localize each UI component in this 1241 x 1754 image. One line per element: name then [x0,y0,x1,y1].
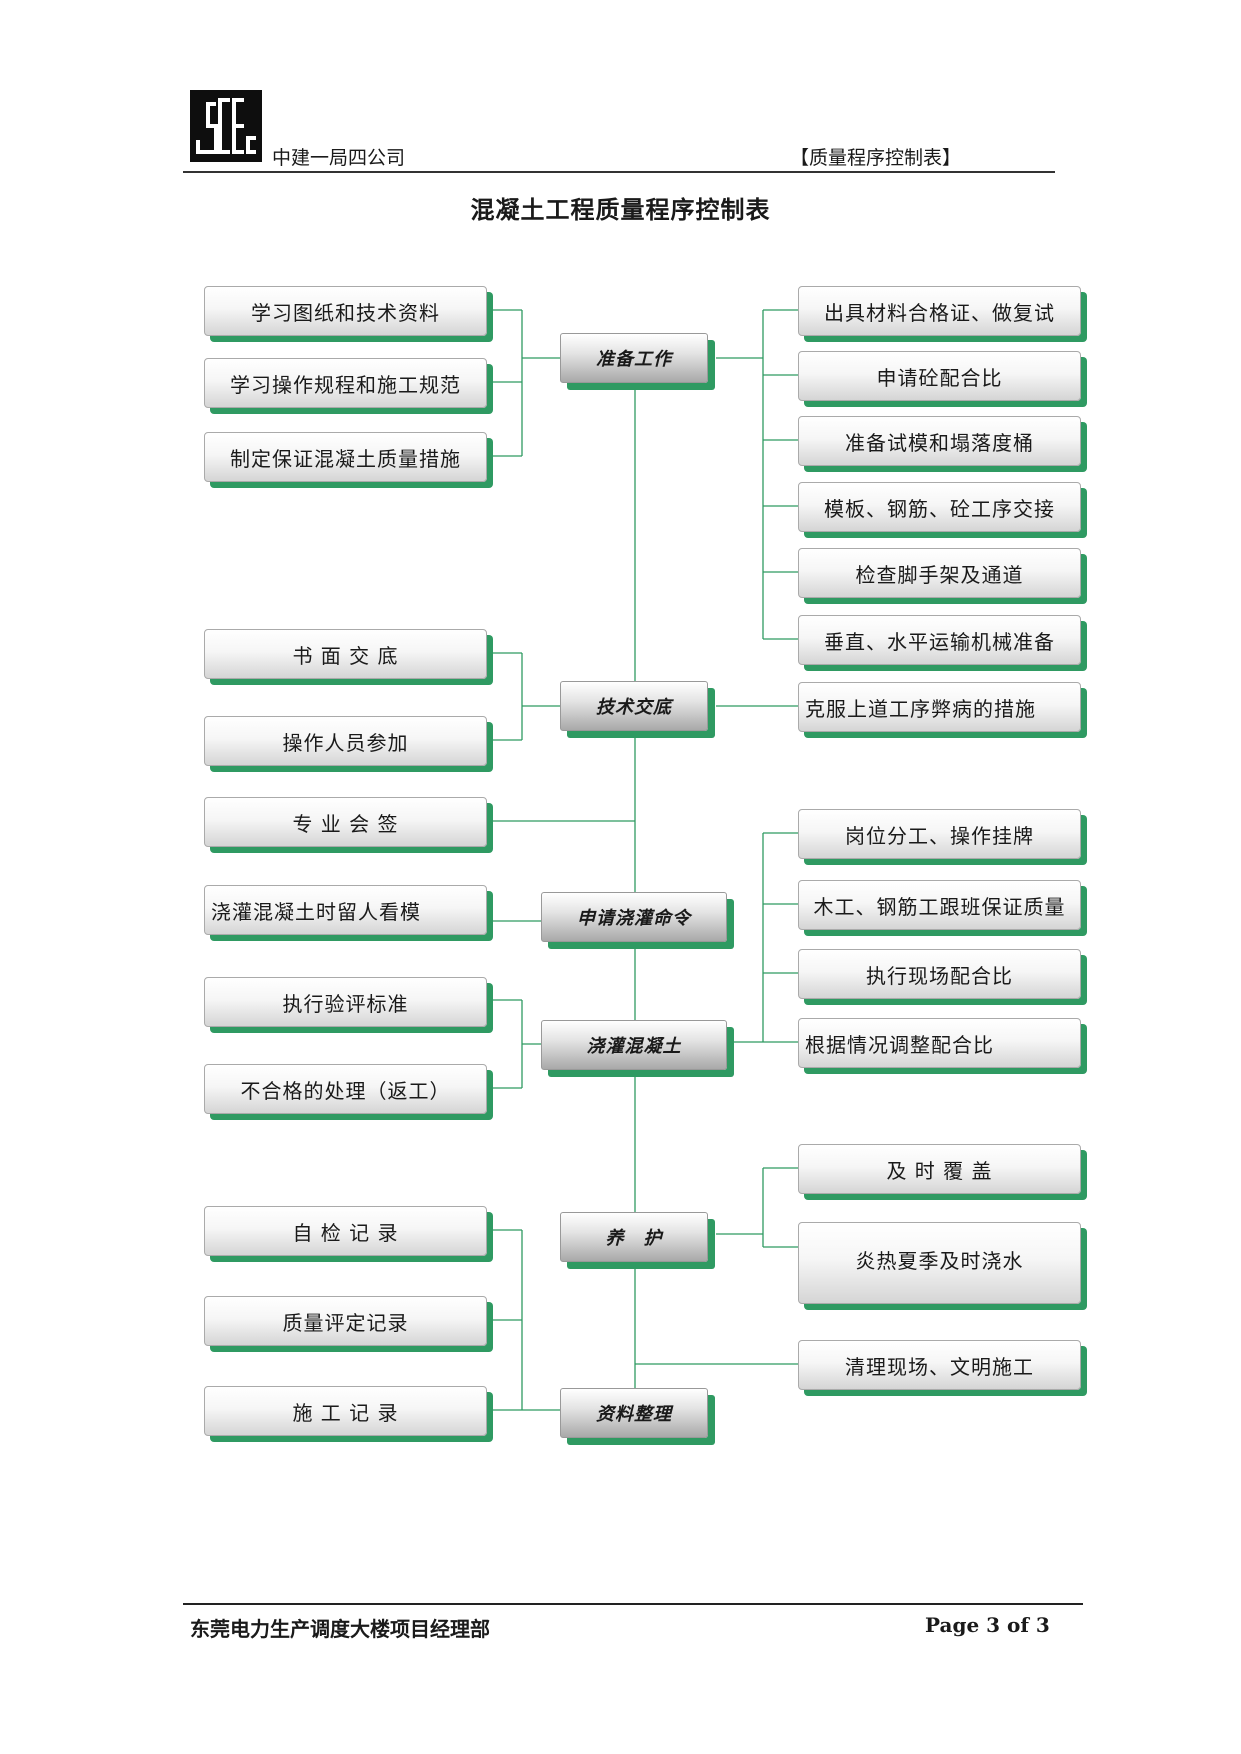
stage-technical-briefing: 技术交底 [560,681,708,731]
item-material-certificates: 出具材料合格证、做复试 [798,286,1081,336]
stage-pour-concrete: 浇灌混凝土 [541,1020,727,1070]
header-divider [183,171,1055,173]
item-rework: 不合格的处理（返工） [204,1064,487,1114]
item-site-cleanup: 清理现场、文明施工 [798,1340,1081,1390]
item-formwork-watch: 浇灌混凝土时留人看模 [204,885,487,935]
item-timely-covering: 及 时 覆 盖 [798,1144,1081,1194]
item-carpenter-steel-followup: 木工、钢筋工跟班保证质量 [798,880,1081,930]
page-number: Page 3 of 3 [925,1613,1050,1637]
item-previous-defects: 克服上道工序弊病的措施 [798,682,1081,732]
item-process-handover: 模板、钢筋、砼工序交接 [798,482,1081,532]
item-job-assignment: 岗位分工、操作挂牌 [798,809,1081,859]
item-study-drawings: 学习图纸和技术资料 [204,286,487,336]
stage-preparation: 准备工作 [560,333,708,383]
item-study-regulations: 学习操作规程和施工规范 [204,358,487,408]
project-name: 东莞电力生产调度大楼项目经理部 [190,1617,490,1641]
stage-curing: 养 护 [560,1212,708,1262]
stage-records: 资料整理 [560,1388,708,1438]
item-written-briefing: 书 面 交 底 [204,629,487,679]
footer-divider [183,1603,1083,1605]
company-logo [190,90,262,162]
company-name: 中建一局四公司 [272,147,406,169]
item-quality-measures: 制定保证混凝土质量措施 [204,432,487,482]
document-type: 【质量程序控制表】 [790,147,962,169]
item-summer-watering: 炎热夏季及时浇水 [798,1222,1081,1304]
item-mix-ratio-request: 申请砼配合比 [798,351,1081,401]
page-title: 混凝土工程质量程序控制表 [470,195,771,224]
item-scaffold-inspection: 检查脚手架及通道 [798,548,1081,598]
item-quality-evaluation-record: 质量评定记录 [204,1296,487,1346]
item-adjust-mix-ratio: 根据情况调整配合比 [798,1018,1081,1068]
item-transport-machinery: 垂直、水平运输机械准备 [798,615,1081,665]
item-site-mix-ratio: 执行现场配合比 [798,949,1081,999]
item-professional-signoff: 专 业 会 签 [204,797,487,847]
item-construction-record: 施 工 记 录 [204,1386,487,1436]
item-self-check-record: 自 检 记 录 [204,1206,487,1256]
cscec-logo-mark [190,90,262,162]
stage-pour-request: 申请浇灌命令 [541,892,727,942]
item-operator-participation: 操作人员参加 [204,716,487,766]
item-acceptance-standards: 执行验评标准 [204,977,487,1027]
item-test-molds: 准备试模和塌落度桶 [798,416,1081,466]
